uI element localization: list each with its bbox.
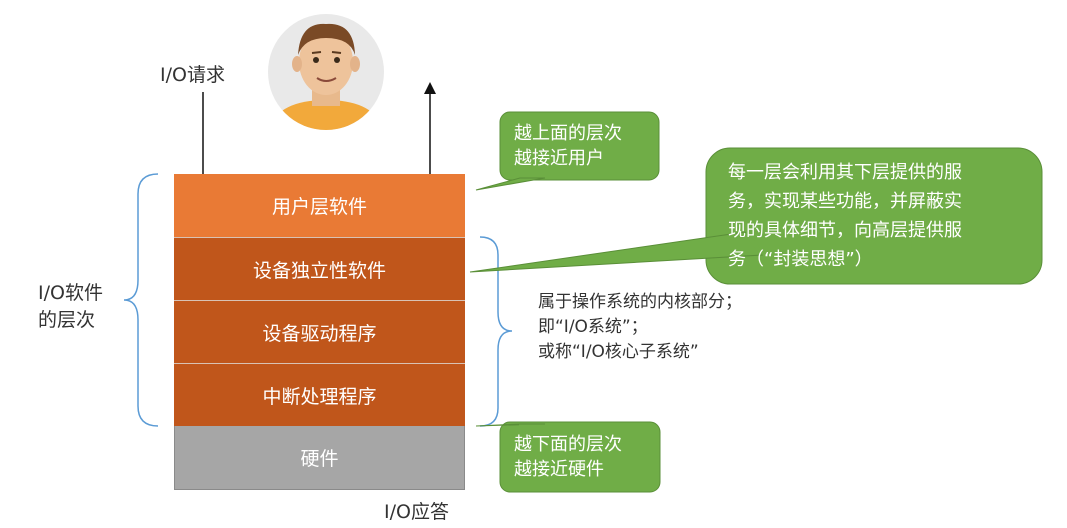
callout-top-text: 越上面的层次 越接近用户: [514, 121, 622, 171]
kernel-note: 属于操作系统的内核部分； 即“I/O系统”； 或称“I/O核心子系统”: [538, 290, 742, 365]
io-software-levels-label: I/O软件 的层次: [38, 280, 103, 334]
callout-top-bubble: [475, 111, 660, 191]
callout-right-bubble: [469, 147, 1043, 285]
callout-right-text: 每一层会利用其下层提供的服 务，实现某些功能，并屏蔽实 现的具体细节，向高层提供…: [728, 158, 962, 274]
callout-bottom-bubble: [475, 421, 661, 493]
io-response-label: I/O应答: [384, 501, 449, 523]
io-request-label: I/O请求: [160, 64, 225, 86]
layer-label: 硬件: [300, 448, 339, 470]
callout-right-line2: 务，实现某些功能，并屏蔽实: [728, 191, 962, 212]
layer-device-driver: 设备驱动程序: [174, 300, 465, 363]
layer-label: 设备独立性软件: [252, 259, 386, 282]
callout-right-line4: 务（“封装思想”）: [728, 249, 873, 270]
callout-top-line1: 越上面的层次: [514, 123, 622, 144]
callout-right-line1: 每一层会利用其下层提供的服: [728, 162, 962, 183]
callout-bottom-line1: 越下面的层次: [514, 434, 622, 455]
kernel-note-line2: 即“I/O系统”；: [538, 317, 648, 337]
layer-interrupt-handler: 中断处理程序: [174, 363, 465, 426]
layer-user-software: 用户层软件: [174, 174, 465, 237]
layer-device-independent-software: 设备独立性软件: [174, 237, 465, 300]
kernel-note-line1: 属于操作系统的内核部分；: [538, 292, 742, 312]
layer-hardware: 硬件: [174, 426, 465, 490]
callout-right-line3: 现的具体细节，向高层提供服: [728, 220, 962, 241]
layer-label: 设备驱动程序: [262, 322, 377, 345]
right-bracket: [479, 236, 513, 427]
kernel-note-line3: 或称“I/O核心子系统”: [538, 342, 699, 362]
levels-label-line2: 的层次: [38, 309, 96, 331]
callout-top-line2: 越接近用户: [514, 148, 604, 169]
callout-bottom-text: 越下面的层次 越接近硬件: [514, 432, 622, 482]
callout-bottom-line2: 越接近硬件: [514, 459, 604, 480]
levels-label-line1: I/O软件: [38, 282, 103, 304]
layer-label: 用户层软件: [271, 196, 367, 218]
layer-label: 中断处理程序: [262, 385, 377, 408]
user-avatar-icon: [268, 14, 384, 130]
left-bracket: [123, 173, 159, 427]
